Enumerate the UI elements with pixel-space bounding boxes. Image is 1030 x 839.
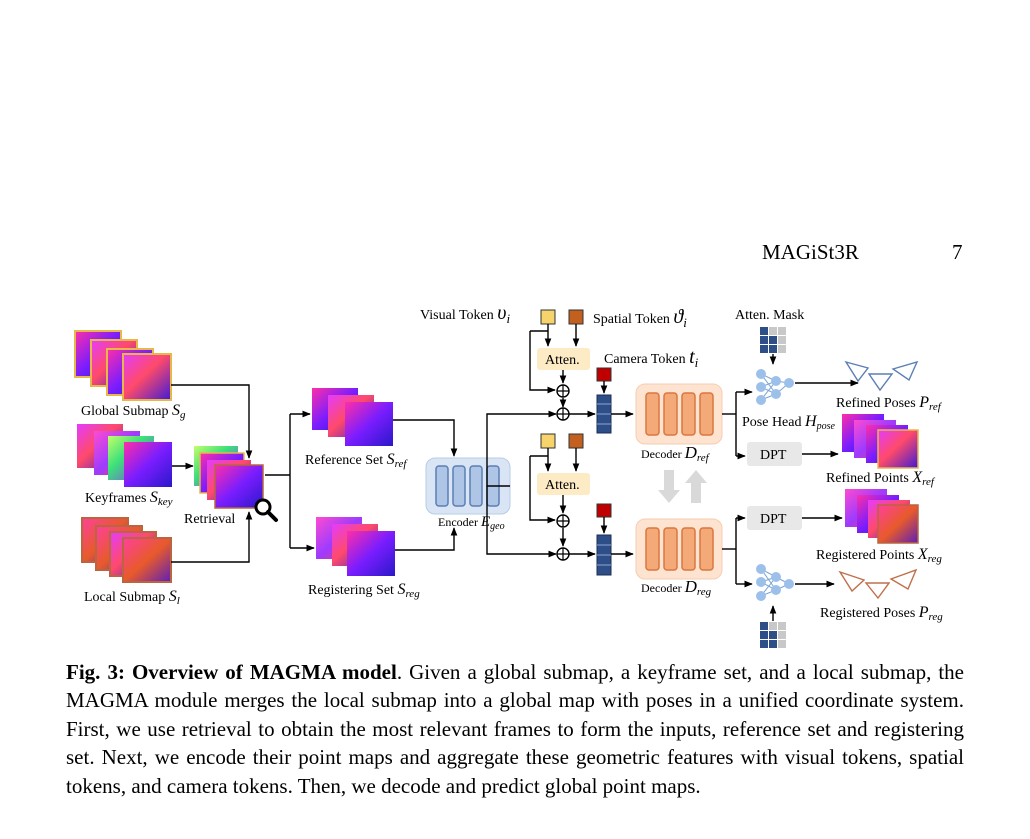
- magnifier-icon: [254, 498, 278, 522]
- camera-arrows-top: [569, 381, 634, 418]
- visual-token-square: [540, 309, 556, 325]
- refined-poses-frustums: [844, 360, 919, 392]
- pose-head-network-top: [756, 369, 794, 405]
- dpt-label-top: DPT: [760, 448, 787, 463]
- camera-token-square-bottom: [596, 503, 612, 518]
- decoder-reg-block: [635, 518, 723, 580]
- visual-token-square-bottom: [540, 433, 556, 449]
- sum-node-bottom-1: [556, 514, 570, 528]
- caption-label: Fig. 3: Overview of MAGMA model: [66, 660, 397, 684]
- dpt-block-top: [747, 442, 802, 466]
- registered-poses-label: Registered Poses Preg: [820, 604, 943, 623]
- decoder-ref-label: Decoder Dref: [641, 443, 711, 464]
- registered-points-label: Registered Points Xreg: [816, 546, 942, 565]
- spatial-token-square-bottom: [568, 433, 584, 449]
- attention-block-top: [537, 348, 590, 370]
- token-arrows-top: [529, 324, 580, 408]
- retrieval-stack: [194, 446, 264, 509]
- registering-set-label: Registering Set Sreg: [308, 581, 420, 600]
- retrieval-split-arrows: [265, 410, 315, 552]
- refined-points-stack: [842, 414, 919, 469]
- token-stack-top: [596, 394, 612, 434]
- visual-token-label: Visual Token υi: [420, 302, 510, 326]
- retrieval-label: Retrieval: [184, 512, 235, 527]
- keyframes-stack: [77, 424, 172, 487]
- decoder-reg-label: Decoder Dreg: [641, 577, 712, 598]
- attention-label-top: Atten.: [545, 353, 580, 368]
- local-submap-stack: [81, 517, 172, 583]
- pose-head-network-bottom: [756, 564, 794, 601]
- token-arrows-bottom: [529, 448, 580, 547]
- atten-mask-grid-bottom: [760, 622, 786, 648]
- page-number: 7: [952, 240, 963, 264]
- global-submap-label: Global Submap Sg: [81, 402, 186, 421]
- encoder-label: Encoder Egeo: [438, 514, 505, 532]
- registered-poses-frustums: [838, 568, 918, 600]
- reference-set-label: Reference Set Sref: [305, 451, 408, 470]
- attention-block-bottom: [537, 473, 590, 495]
- page-header: MAGiSt3R 7: [0, 240, 1030, 270]
- atten-mask-grid-top: [760, 327, 786, 353]
- camera-token-label: Camera Token ti: [604, 346, 699, 370]
- sum-node-top-2: [556, 407, 570, 421]
- atten-mask-label: Atten. Mask: [735, 308, 804, 323]
- dpt-block-bottom: [747, 506, 802, 530]
- decoder-ref-output-arrows: [722, 379, 859, 460]
- encoder-input-arrows: [393, 419, 458, 551]
- encoder-block: [425, 457, 511, 515]
- dpt-label-bottom: DPT: [760, 512, 787, 527]
- registered-points-stack: [845, 489, 919, 544]
- decoder-reg-output-arrows: [722, 514, 843, 588]
- spatial-token-label: Spatial Token ϑi: [593, 306, 687, 330]
- global-submap-stack: [74, 330, 172, 401]
- camera-token-square-top: [596, 367, 612, 382]
- decoder-ref-block: [635, 383, 723, 445]
- decoder-exchange-arrows: [658, 470, 707, 503]
- encoder-output-arrows: [486, 410, 557, 558]
- figure-caption: Fig. 3: Overview of MAGMA model. Given a…: [66, 658, 964, 800]
- caption-text: . Given a global submap, a keyframe set,…: [66, 660, 965, 798]
- sum-node-top-1: [556, 384, 570, 398]
- token-stack-bottom: [596, 534, 612, 576]
- spatial-token-square: [568, 309, 584, 325]
- refined-poses-label: Refined Poses Pref: [836, 394, 943, 413]
- input-arrows: [171, 384, 253, 563]
- magma-overview-figure: Global Submap Sg Keyframes Skey Local Su…: [74, 302, 943, 648]
- registering-set-stack: [316, 517, 395, 576]
- running-title: MAGiSt3R: [762, 240, 859, 264]
- reference-set-stack: [312, 388, 393, 446]
- sum-node-bottom-2: [556, 547, 570, 561]
- refined-points-label: Refined Points Xref: [826, 469, 936, 488]
- pose-head-label: Pose Head Hpose: [742, 413, 835, 432]
- camera-arrows-bottom: [569, 517, 634, 558]
- local-submap-label: Local Submap Sl: [84, 588, 180, 607]
- attention-label-bottom: Atten.: [545, 478, 580, 493]
- keyframes-label: Keyframes Skey: [85, 489, 173, 508]
